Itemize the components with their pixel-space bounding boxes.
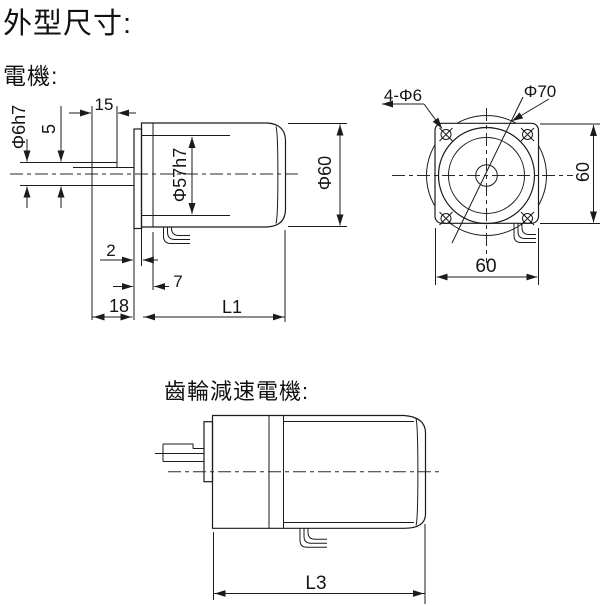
motor-section-label: 電機: bbox=[3, 63, 58, 89]
gear-motor-rear-cap-inner-line bbox=[415, 418, 419, 526]
dim-flange-width-label: 60 bbox=[475, 256, 496, 277]
dim-flange-width: 60 bbox=[435, 228, 539, 285]
dim-shaft-flat-length: 15 bbox=[69, 95, 136, 320]
motor-lead-wires bbox=[163, 227, 190, 244]
gear-motor-section-label: 齒輪減速電機: bbox=[164, 379, 309, 404]
gear-motor-side-view: L3 bbox=[155, 414, 440, 604]
dim-body-diameter: Φ60 bbox=[288, 123, 347, 227]
dim-body-diameter-label: Φ60 bbox=[315, 156, 335, 190]
dim-total-length: L3 bbox=[213, 524, 426, 604]
dim-pilot-length-label: 7 bbox=[173, 272, 182, 291]
dim-body-length-label: L1 bbox=[222, 297, 242, 317]
dim-pilot-length: 7 bbox=[113, 232, 183, 291]
gear-motor-lead-wires bbox=[299, 528, 327, 548]
dim-flange-height-label: 60 bbox=[573, 162, 593, 182]
motor-body-outline bbox=[140, 122, 287, 228]
motor-flange bbox=[133, 128, 143, 230]
dim-total-length-label: L3 bbox=[305, 573, 326, 594]
dim-shaft-length: 18 bbox=[92, 296, 133, 321]
front-view-lead-wires bbox=[513, 223, 536, 243]
dim-shaft-flat-length-label: 15 bbox=[95, 95, 114, 114]
motor-shaft bbox=[20, 162, 134, 186]
dim-shaft-length-label: 18 bbox=[109, 296, 129, 316]
dim-mounting-holes-label: 4-Φ6 bbox=[384, 86, 422, 105]
dim-mounting-holes: 4-Φ6 bbox=[382, 86, 443, 129]
dim-pilot-circle-label: Φ70 bbox=[524, 82, 556, 101]
motor-rear-cap-inner-line bbox=[275, 126, 279, 224]
gear-motor-front-boss bbox=[203, 421, 214, 483]
dim-body-length: L1 bbox=[143, 230, 286, 322]
page-title: 外型尺寸: bbox=[3, 7, 132, 40]
dim-pilot-circle: Φ70 bbox=[451, 82, 556, 244]
dim-flange-height: 60 bbox=[540, 123, 600, 224]
dim-pilot-diameter: Φ57h7 bbox=[170, 137, 196, 214]
dim-flange-thickness: 2 bbox=[100, 228, 158, 320]
motor-front-view: 4-Φ6 Φ70 60 60 bbox=[382, 82, 600, 285]
motor-side-view: Φ6h7 5 15 Φ57h7 Φ60 bbox=[9, 95, 347, 322]
dim-shaft-flat-height-label: 5 bbox=[39, 124, 59, 134]
dim-shaft-diameter: Φ6h7 bbox=[9, 105, 31, 208]
gear-motor-shaft bbox=[155, 443, 204, 462]
mounting-holes bbox=[439, 127, 535, 226]
dim-shaft-diameter-label: Φ6h7 bbox=[9, 105, 29, 149]
gear-motor-body-outline bbox=[211, 414, 427, 529]
dim-shaft-flat-height: 5 bbox=[39, 106, 65, 208]
dim-pilot-diameter-label: Φ57h7 bbox=[170, 148, 190, 202]
dim-flange-thickness-label: 2 bbox=[106, 241, 115, 260]
